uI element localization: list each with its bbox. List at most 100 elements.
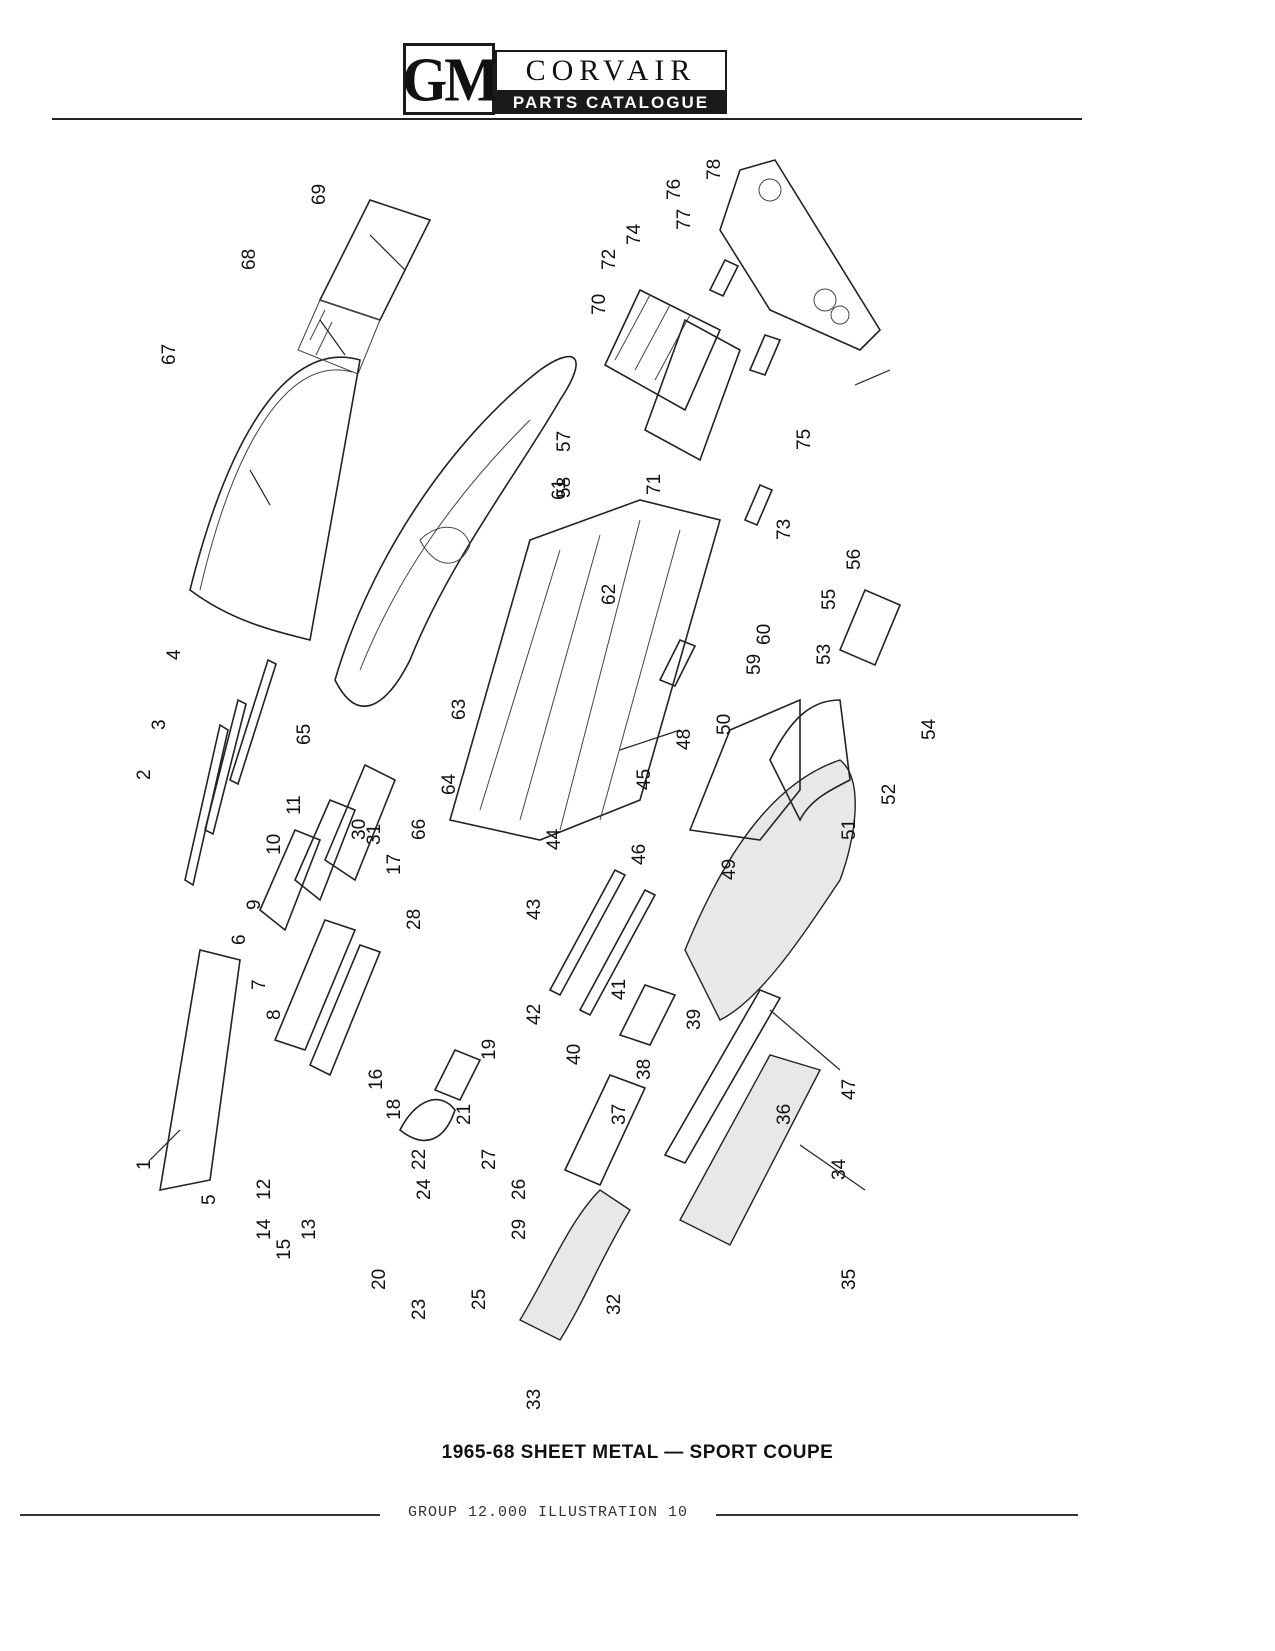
part-bracket [658, 638, 697, 688]
callout-label: 12 [254, 1179, 275, 1200]
exploded-parts-diagram: 1 2 3 4 5 6 7 8 9 10 11 12 13 14 15 16 1… [120, 140, 1120, 1420]
illustration-caption: 1965-68 SHEET METAL — SPORT COUPE [441, 1442, 834, 1463]
callout-label: 60 [754, 624, 775, 645]
callout-label: 34 [829, 1158, 850, 1180]
callout-label: 52 [879, 784, 900, 805]
part-roof-panel [189, 356, 361, 641]
parts-catalogue-text: PARTS CATALOGUE [512, 93, 710, 112]
callout-label: 64 [439, 773, 460, 795]
callout-label: 10 [264, 834, 285, 855]
callout-label: 41 [609, 979, 630, 1000]
part-cowl [259, 828, 322, 932]
callout-label: 38 [634, 1059, 655, 1080]
callout-label: 46 [629, 844, 650, 865]
part-body-side-shell [334, 355, 577, 707]
callout-label: 3 [149, 719, 170, 730]
leader-line [619, 729, 681, 751]
callout-label: 5 [199, 1194, 220, 1205]
footer-group-label: GROUP 12.000 ILLUSTRATION 10 [407, 1504, 689, 1521]
callout-label: 57 [554, 431, 575, 452]
callout-label: 35 [839, 1269, 860, 1290]
callout-label: 72 [599, 249, 620, 270]
callout-label: 6 [229, 934, 250, 945]
callout-label: 13 [299, 1219, 320, 1240]
callout-label: 4 [164, 649, 185, 660]
part-hood-front [159, 949, 241, 1192]
corvair-title-box: CORVAIR [495, 50, 727, 92]
callout-label: 37 [609, 1104, 630, 1125]
callout-label: 73 [774, 519, 795, 540]
footer-rule-left [20, 1514, 380, 1516]
callout-label: 16 [366, 1069, 387, 1090]
callout-label: 56 [844, 549, 865, 570]
callout-label: 59 [744, 654, 765, 675]
diagram-svg: 1 2 3 4 5 6 7 8 9 10 11 12 13 14 15 16 1… [134, 159, 940, 1410]
callout-label: 26 [509, 1179, 530, 1200]
leader-line [149, 1129, 181, 1161]
callout-label: 32 [604, 1294, 625, 1315]
part-wheelhouse [688, 698, 801, 841]
leader-line [319, 319, 346, 356]
callout-label: 66 [409, 819, 430, 840]
callout-label: 14 [254, 1218, 275, 1240]
leader-line [854, 369, 891, 386]
callout-label: 2 [134, 769, 155, 780]
part-deck-lid [318, 199, 432, 321]
callout-label: 67 [159, 344, 180, 365]
part-door [679, 1054, 822, 1246]
callout-label: 53 [814, 644, 835, 665]
part-sill-brace [548, 868, 627, 997]
callout-label: 17 [384, 854, 405, 875]
callout-label: 36 [774, 1104, 795, 1125]
leader-line [769, 1009, 841, 1071]
part-rear-shelf [603, 288, 722, 412]
gm-corvair-logo: GM CORVAIR PARTS CATALOGUE [402, 43, 733, 115]
gm-logo-box: GM [402, 43, 499, 115]
callout-label: 55 [819, 589, 840, 610]
footer-rule-right [716, 1514, 1078, 1516]
callout-label: 40 [564, 1044, 585, 1065]
callout-label: 71 [644, 474, 665, 495]
callout-label: 33 [524, 1389, 545, 1410]
callout-label: 8 [264, 1009, 285, 1020]
callout-label: 29 [509, 1219, 530, 1240]
callout-label: 74 [624, 223, 645, 245]
callout-label: 31 [364, 824, 385, 845]
callout-label: 61 [549, 479, 570, 500]
header-rule [52, 118, 1082, 120]
callout-label: 15 [274, 1239, 295, 1260]
callout-label: 70 [589, 294, 610, 315]
callout-label: 23 [409, 1299, 430, 1320]
callout-label: 54 [919, 718, 940, 740]
part-rocker-panel [663, 988, 782, 1165]
callout-label: 62 [599, 584, 620, 605]
callout-label: 75 [794, 429, 815, 450]
callout-label: 76 [664, 179, 685, 200]
callout-label: 51 [839, 819, 860, 840]
callout-label: 25 [469, 1289, 490, 1310]
callout-label: 9 [244, 899, 265, 910]
part-rear-quarter [684, 759, 856, 1021]
callout-label: 45 [634, 769, 655, 790]
part-engine-panel [838, 588, 902, 667]
callout-label: 24 [414, 1178, 435, 1200]
leader-lines [149, 234, 891, 1191]
callout-label: 39 [684, 1009, 705, 1030]
callout-label: 19 [479, 1039, 500, 1060]
callout-labels: 1 2 3 4 5 6 7 8 9 10 11 12 13 14 15 16 1… [134, 159, 940, 1410]
callout-label: 77 [674, 209, 695, 230]
callout-label: 63 [449, 699, 470, 720]
callout-label: 7 [249, 979, 270, 990]
callout-label: 42 [524, 1004, 545, 1025]
part-front-panel [273, 919, 357, 1051]
parts-catalogue-bar: PARTS CATALOGUE [495, 92, 727, 114]
callout-label: 20 [369, 1269, 390, 1290]
part-front-fender [519, 1189, 631, 1341]
callout-label: 44 [544, 828, 565, 850]
callout-label: 22 [409, 1149, 430, 1170]
callout-label: 18 [384, 1099, 405, 1120]
callout-label: 68 [239, 249, 260, 270]
callout-label: 27 [479, 1149, 500, 1170]
diagram-parts [159, 159, 902, 1341]
corvair-title: CORVAIR [525, 54, 697, 87]
